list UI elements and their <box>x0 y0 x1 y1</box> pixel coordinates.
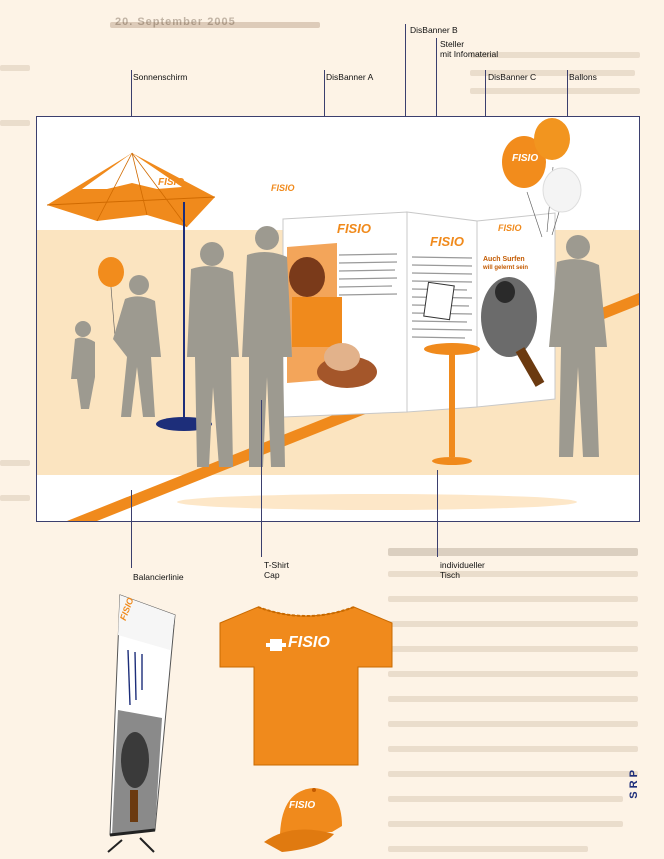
leader-line <box>324 70 325 117</box>
logo-banner-c: FISIO <box>498 223 522 233</box>
leader-line <box>131 490 132 568</box>
scene-graphics <box>37 117 639 521</box>
logo-tshirt: FISIO <box>288 634 330 652</box>
header-date: 20. September 2005 <box>115 16 236 28</box>
label-steller: Steller mit Infomaterial <box>440 39 498 59</box>
leader-line <box>261 400 262 557</box>
leader-line <box>567 70 568 117</box>
logo-balloon: FISIO <box>512 153 538 164</box>
logo-banner-a: FISIO <box>337 221 371 236</box>
side-logo: S R P <box>628 770 642 799</box>
leader-line <box>485 70 486 117</box>
t-shirt <box>218 605 394 767</box>
label-tisch: individueller Tisch <box>440 560 485 580</box>
leader-line <box>436 38 437 117</box>
cap <box>262 782 352 854</box>
balloon-white <box>543 168 581 212</box>
balloon-orange-2 <box>534 118 570 160</box>
label-ballons: Ballons <box>569 72 597 82</box>
label-sonnenschirm: Sonnenschirm <box>133 72 187 82</box>
rollup-banner <box>100 590 190 855</box>
label-disbanner-b: DisBanner B <box>410 25 458 35</box>
leader-line <box>131 70 132 117</box>
info-stand <box>424 282 454 319</box>
label-disbanner-c: DisBanner C <box>488 72 536 82</box>
label-tshirt-cap: T-Shirt Cap <box>264 560 289 580</box>
leader-line <box>405 24 406 117</box>
logo-cap: FISIO <box>289 800 315 811</box>
logo-banner-b: FISIO <box>430 234 464 249</box>
banner-c-subline: will gelernt sein <box>483 265 528 271</box>
logo-parasol-side: FISIO <box>271 183 295 193</box>
balloon-child <box>98 257 124 287</box>
logo-parasol: FISIO <box>158 177 184 188</box>
leader-line <box>437 470 438 557</box>
banner-c-headline: Auch Surfen <box>483 256 525 263</box>
label-disbanner-a: DisBanner A <box>326 72 373 82</box>
label-balancierlinie: Balancierlinie <box>133 572 184 582</box>
stand-scene: FISIO FISIO FISIO FISIO FISIO FISIO Auch… <box>36 116 640 522</box>
